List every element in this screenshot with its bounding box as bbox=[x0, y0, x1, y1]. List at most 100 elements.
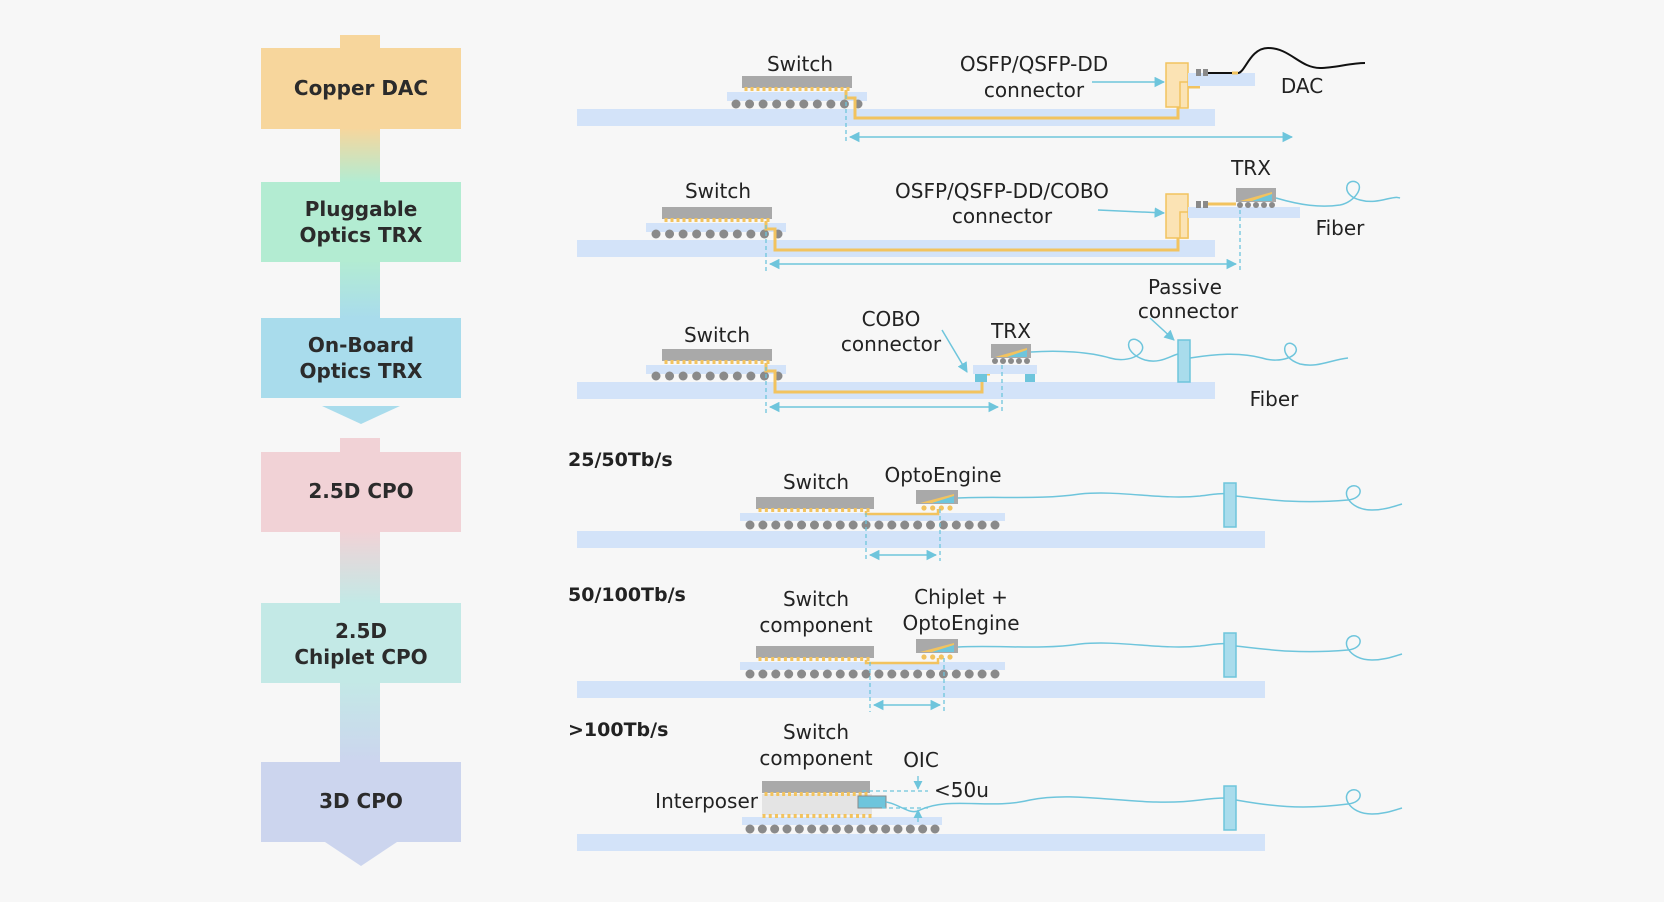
micro-bump bbox=[864, 792, 868, 796]
cobo-label: COBO bbox=[862, 307, 921, 331]
micro-bump bbox=[756, 87, 760, 91]
fiber-cable bbox=[885, 796, 1227, 813]
micro-bump bbox=[811, 792, 815, 796]
micro-bump bbox=[798, 87, 802, 91]
solder-ball bbox=[874, 520, 884, 530]
micro-bump bbox=[694, 218, 698, 222]
micro-bump bbox=[930, 654, 936, 660]
fiber-cable bbox=[1189, 342, 1349, 366]
solder-ball bbox=[758, 99, 768, 109]
micro-bump bbox=[856, 814, 860, 818]
stage-2-5d-cpo: 2.5D CPO bbox=[261, 452, 461, 532]
stage-label: 2.5D bbox=[335, 619, 387, 643]
micro-bump bbox=[843, 814, 847, 818]
solder-ball bbox=[782, 824, 792, 834]
solder-ball bbox=[745, 669, 755, 679]
micro-bump bbox=[736, 218, 740, 222]
solder-ball bbox=[964, 520, 974, 530]
micro-bump bbox=[860, 508, 864, 512]
solder-ball bbox=[809, 669, 819, 679]
micro-bump bbox=[777, 508, 781, 512]
micro-bump bbox=[799, 814, 803, 818]
micro-bumps bbox=[758, 508, 870, 512]
obo-board bbox=[973, 365, 1037, 374]
solder-ball bbox=[794, 824, 804, 834]
switch-chip bbox=[662, 207, 772, 219]
micro-bumps bbox=[758, 657, 870, 661]
solder-ball bbox=[900, 520, 910, 530]
interposer-label: Interposer bbox=[655, 789, 759, 813]
micro-bump bbox=[758, 657, 762, 661]
micro-bump bbox=[771, 508, 775, 512]
micro-bump bbox=[809, 657, 813, 661]
micro-bump bbox=[782, 792, 786, 796]
micro-bump bbox=[790, 657, 794, 661]
micro-bump bbox=[770, 792, 774, 796]
solder-ball bbox=[757, 824, 767, 834]
micro-bump bbox=[787, 814, 791, 818]
switch-component-label: component bbox=[759, 746, 872, 770]
solder-ball bbox=[759, 371, 769, 381]
solder-ball bbox=[848, 520, 858, 530]
passive-connector bbox=[1223, 632, 1237, 678]
micro-bump bbox=[930, 505, 936, 511]
fiber-cable bbox=[1030, 338, 1179, 362]
cobo-label: connector bbox=[841, 332, 942, 356]
stage-box bbox=[261, 762, 461, 842]
micro-bump bbox=[724, 218, 728, 222]
switch-label: Switch bbox=[684, 323, 750, 347]
fiber-label: Fiber bbox=[1316, 216, 1366, 240]
solder-ball bbox=[839, 99, 849, 109]
solder-ball bbox=[1261, 202, 1267, 208]
micro-bump bbox=[766, 360, 770, 364]
fiber-cable bbox=[957, 492, 1229, 499]
micro-bump bbox=[853, 657, 857, 661]
row-2-5d-cpo: 25/50Tb/s Switch OptoEngine bbox=[568, 449, 1403, 561]
pcb-board bbox=[577, 681, 1265, 698]
stage-copper-dac: Copper DAC bbox=[261, 48, 461, 129]
solder-ball bbox=[746, 229, 756, 239]
micro-bump bbox=[829, 792, 833, 796]
micro-bump bbox=[764, 792, 768, 796]
solder-ball bbox=[705, 371, 715, 381]
solder-ball bbox=[746, 371, 756, 381]
trx-label: TRX bbox=[1230, 156, 1271, 180]
solder-ball bbox=[913, 520, 923, 530]
solder-ball bbox=[964, 669, 974, 679]
solder-ball bbox=[990, 520, 1000, 530]
solder-ball bbox=[826, 99, 836, 109]
solder-ball bbox=[651, 229, 661, 239]
solder-ball bbox=[784, 520, 794, 530]
solder-ball bbox=[1245, 202, 1251, 208]
micro-bump bbox=[718, 360, 722, 364]
solder-ball bbox=[784, 669, 794, 679]
solder-ball bbox=[913, 669, 923, 679]
solder-ball bbox=[856, 824, 866, 834]
micro-bump bbox=[664, 360, 668, 364]
solder-ball bbox=[770, 824, 780, 834]
micro-bump bbox=[866, 508, 870, 512]
arrow-down-icon bbox=[322, 406, 400, 424]
stage-box bbox=[261, 318, 461, 398]
switch-chip bbox=[756, 497, 874, 509]
fiber-cable bbox=[957, 642, 1229, 648]
connector-label: OSFP/QSFP-DD bbox=[960, 52, 1108, 76]
micro-bump bbox=[805, 792, 809, 796]
micro-bump bbox=[810, 87, 814, 91]
micro-bump bbox=[736, 360, 740, 364]
row-3d-cpo: >100Tb/s Switch component OIC <50u Inter… bbox=[568, 719, 1403, 851]
solder-ball bbox=[759, 229, 769, 239]
solder-ball bbox=[1000, 358, 1006, 364]
micro-bump bbox=[682, 360, 686, 364]
micro-bump bbox=[694, 360, 698, 364]
micro-bump bbox=[748, 218, 752, 222]
optoengine-label: OptoEngine bbox=[884, 463, 1001, 487]
solder-ball bbox=[926, 520, 936, 530]
stage-label: 2.5D CPO bbox=[308, 479, 413, 503]
oic-chip bbox=[857, 795, 887, 809]
stage-3d-cpo: 3D CPO bbox=[261, 762, 461, 842]
micro-bump bbox=[834, 508, 838, 512]
micro-bump bbox=[822, 657, 826, 661]
passive-connector bbox=[1223, 482, 1237, 528]
micro-bump bbox=[938, 654, 944, 660]
